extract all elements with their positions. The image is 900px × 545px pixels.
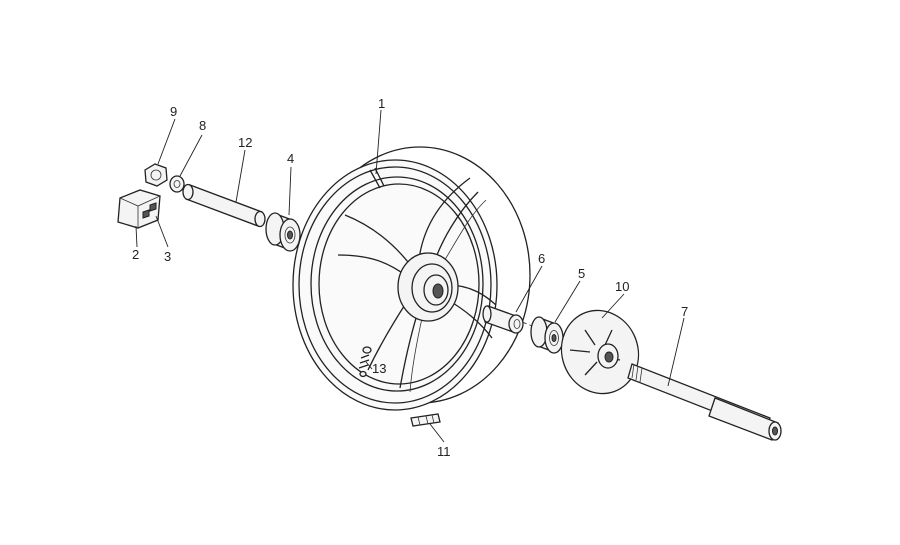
callout-1: 1: [378, 96, 385, 111]
callout-11: 11: [437, 444, 451, 459]
leader-6: [515, 265, 543, 313]
part-7-axle: [627, 363, 782, 441]
part-5-bearing-right: [530, 316, 564, 354]
callout-10: 10: [615, 279, 629, 294]
callout-3: 3: [164, 249, 171, 264]
part-6-hub-spacer: [482, 305, 524, 334]
leader-3: [155, 215, 169, 248]
callout-8: 8: [199, 118, 206, 133]
leader-9: [157, 118, 176, 165]
leader-1: [375, 109, 382, 175]
callout-2: 2: [132, 247, 139, 262]
leader-2: [135, 225, 138, 248]
callout-4: 4: [287, 151, 294, 166]
leader-4: [288, 166, 292, 216]
part-4-bearing-left: [265, 212, 301, 252]
callout-7: 7: [681, 304, 688, 319]
leader-11: [429, 423, 445, 443]
part-13-valve-hardware: [358, 346, 372, 378]
part-11-clip: [410, 413, 441, 427]
leader-5: [554, 280, 581, 323]
callout-12: 12: [238, 135, 252, 150]
callout-6: 6: [538, 251, 545, 266]
part-9-nut: [144, 163, 168, 187]
leader-13: [365, 361, 373, 370]
part-8-washer: [169, 175, 185, 193]
part-2-drive-block: [117, 189, 161, 229]
callout-9: 9: [170, 104, 177, 119]
leader-12: [235, 149, 246, 203]
leader-7: [667, 317, 685, 387]
part-12-spacer-tube: [182, 183, 266, 228]
callout-5: 5: [578, 266, 585, 281]
part-10-cover-plate: [560, 309, 640, 395]
leader-8: [179, 134, 203, 177]
leader-10: [601, 293, 625, 319]
part-1-wheel-rim: [292, 146, 531, 411]
callout-13: 13: [372, 361, 386, 376]
